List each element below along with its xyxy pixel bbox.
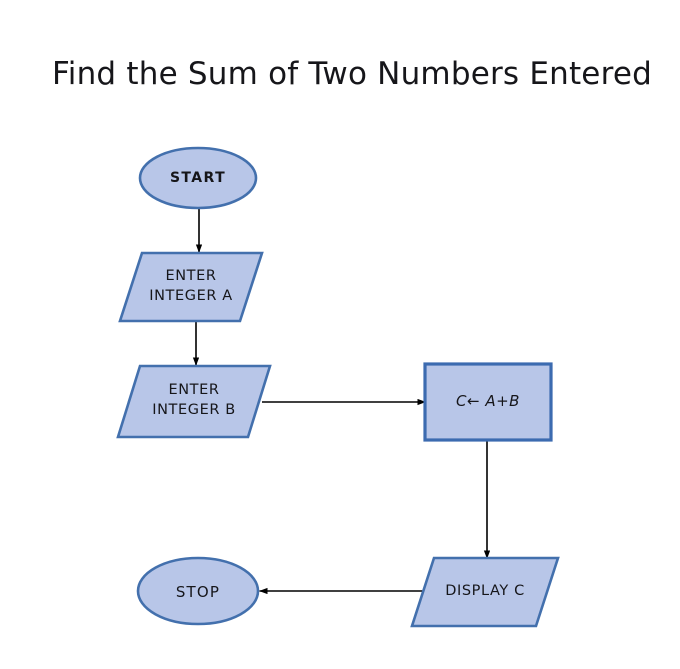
node-enter-a-shape[interactable] (118, 251, 264, 323)
node-stop-shape[interactable] (136, 556, 260, 626)
node-compute-sum-shape[interactable] (423, 362, 553, 442)
node-start-shape[interactable] (138, 146, 258, 210)
page-title: Find the Sum of Two Numbers Entered (52, 56, 652, 92)
node-display-c-shape[interactable] (410, 556, 560, 628)
node-enter-b-shape[interactable] (116, 364, 272, 439)
